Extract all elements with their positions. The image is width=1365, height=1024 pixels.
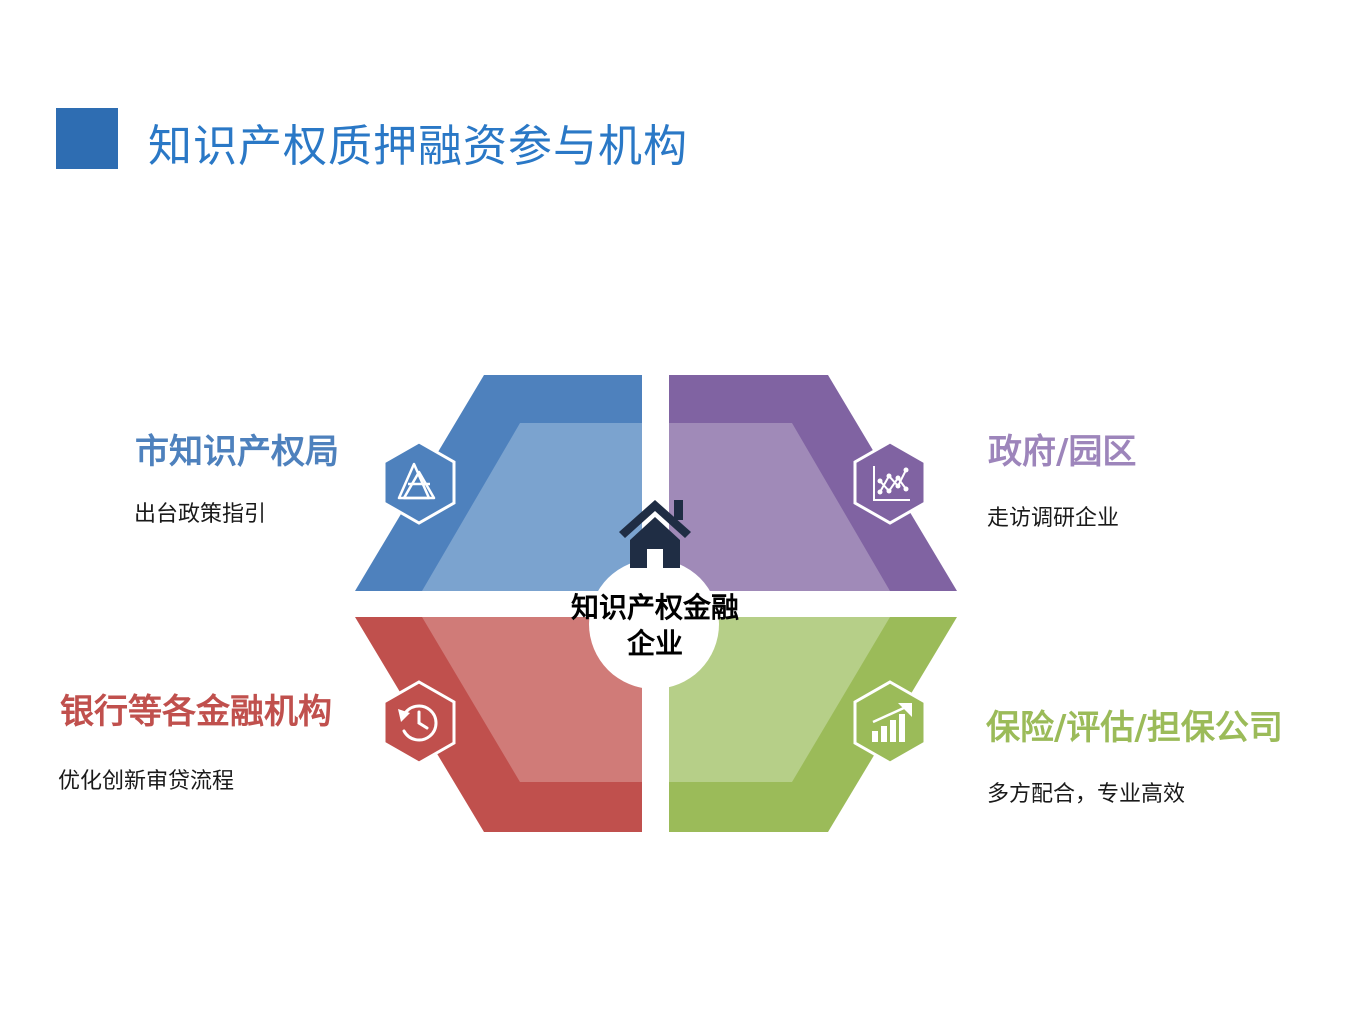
house-icon [619,500,691,568]
center-label: 知识产权金融 企业 [540,590,770,662]
quadrant-title-government: 政府/园区 [988,432,1137,472]
quadrant-desc-government: 走访调研企业 [987,506,1120,531]
quadrant-bottom-left-inner [422,617,642,782]
page-title: 知识产权质押融资参与机构 [148,121,688,172]
center-label-line1: 知识产权金融 [570,591,739,624]
quadrant-bottom-right-inner [669,617,890,782]
quadrant-desc-banks: 优化创新审贷流程 [58,769,235,794]
history-clock-icon [382,680,456,765]
scatter-chart-icon [853,440,927,525]
quadrant-title-insurance: 保险/评估/担保公司 [986,708,1283,748]
quadrant-top-right-inner [669,423,890,591]
quadrant-top-left-inner [422,423,642,591]
bar-chart-up-icon [853,680,927,765]
quadrant-title-ip-bureau: 市知识产权局 [135,432,339,472]
center-label-line2: 企业 [626,627,683,660]
triangles-icon [382,440,456,525]
quadrant-desc-ip-bureau: 出台政策指引 [134,502,267,527]
quadrant-title-banks: 银行等各金融机构 [60,692,332,732]
title-accent-square [56,108,118,169]
center-circle [589,559,719,689]
quadrant-desc-insurance: 多方配合，专业高效 [987,782,1186,807]
